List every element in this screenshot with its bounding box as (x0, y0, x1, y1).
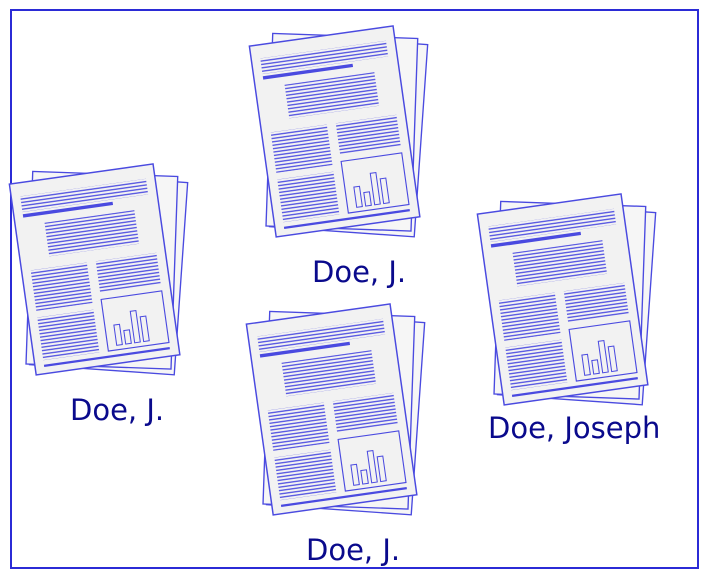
document-author: Doe, J. (312, 258, 406, 287)
document-stack (486, 200, 656, 409)
document-stack-icon (18, 170, 188, 375)
document-stack (255, 310, 425, 519)
document-author: Doe, J. (70, 396, 164, 425)
document-stack-icon (486, 200, 656, 405)
document-stack-icon (258, 32, 428, 237)
document-stack (258, 32, 428, 241)
document-stack-icon (255, 310, 425, 515)
document-stack (18, 170, 188, 379)
document-author: Doe, J. (306, 536, 400, 565)
document-author: Doe, Joseph (488, 414, 660, 443)
